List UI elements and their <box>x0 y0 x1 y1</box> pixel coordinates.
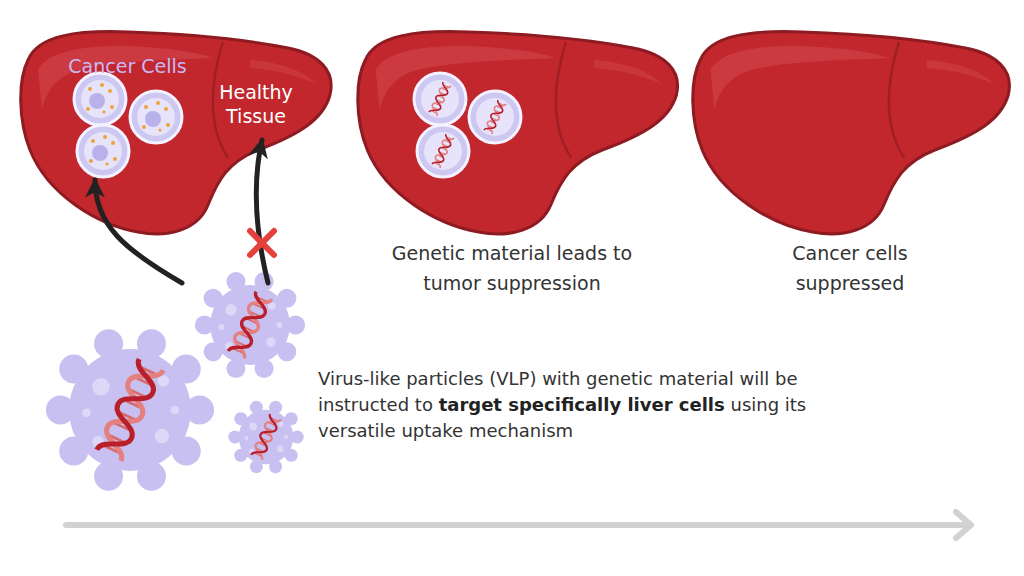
step-caption: Genetic material leads to tumor suppress… <box>362 238 662 298</box>
liver-illustration <box>358 32 678 234</box>
cancer-cells <box>74 73 182 177</box>
cancer-cells-region: Cancer Cells <box>55 50 200 180</box>
virus-like-particles <box>46 272 305 491</box>
delivery-arrow <box>256 140 268 283</box>
timeline-arrow <box>66 512 971 538</box>
healthy-tissue-region: Healthy Tissue <box>210 80 302 140</box>
blocked-cross <box>250 231 274 255</box>
vlp-group: Virus-like particles (VLP) with genetic … <box>55 283 300 498</box>
delivery-arrow <box>95 180 182 283</box>
node-text: Healthy Tissue <box>210 80 302 128</box>
description-text: Virus-like particles (VLP) with genetic … <box>318 366 828 444</box>
treated-cells <box>414 73 521 177</box>
step-caption: Cancer cells suppressed <box>770 238 930 298</box>
liver-illustration <box>693 32 1010 234</box>
emphasis-text: target specifically liver cells <box>439 394 725 415</box>
liver-illustration <box>21 32 331 234</box>
node-text: Cancer Cells <box>55 54 200 78</box>
